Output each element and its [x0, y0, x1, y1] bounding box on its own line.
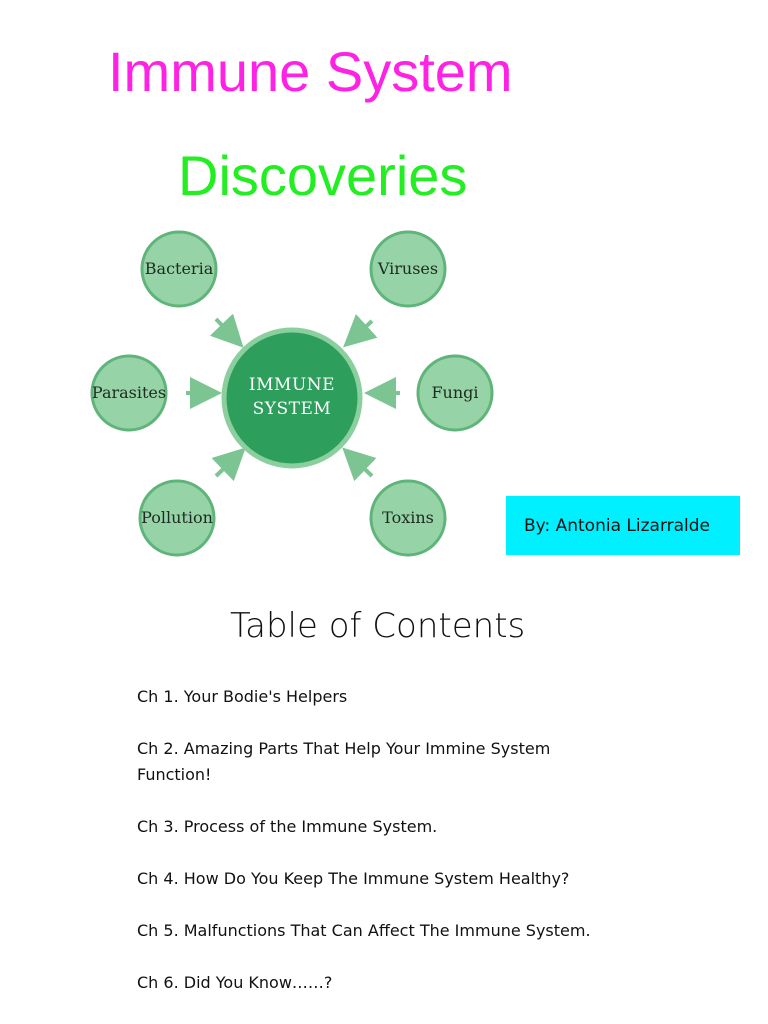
- node-bacteria: [140, 230, 218, 308]
- node-parasites-label: Parasites: [92, 383, 166, 402]
- toc-item-ch1: Ch 1. Your Bodie's Helpers: [137, 687, 348, 706]
- arrow-pollution: [211, 447, 246, 482]
- immune-system-diagram: IMMUNE SYSTEM Bacteria Viruses Parasites…: [80, 220, 520, 570]
- title-discoveries: Discoveries: [178, 144, 468, 207]
- node-pollution-label: Pollution: [141, 508, 213, 527]
- arrow-toxins: [342, 447, 377, 482]
- node-parasites: [90, 354, 168, 432]
- node-viruses-label: Viruses: [377, 259, 438, 278]
- arrow-bacteria: [209, 313, 244, 348]
- toc-item-ch6: Ch 6. Did You Know……?: [137, 973, 333, 992]
- node-fungi-label: Fungi: [431, 383, 478, 402]
- author-box: By: Antonia Lizarralde: [506, 496, 740, 555]
- node-viruses: [369, 230, 447, 308]
- center-label-line2: SYSTEM: [253, 399, 332, 419]
- node-toxins: [369, 479, 447, 557]
- node-fungi: [416, 354, 494, 432]
- center-label-line1: IMMUNE: [249, 375, 335, 395]
- toc-item-ch5: Ch 5. Malfunctions That Can Affect The I…: [137, 921, 591, 940]
- toc-item-ch3: Ch 3. Process of the Immune System.: [137, 817, 438, 836]
- toc-item-ch2: Ch 2. Amazing Parts That Help Your Immin…: [137, 739, 551, 784]
- author-text: By: Antonia Lizarralde: [524, 515, 711, 536]
- arrow-viruses: [343, 314, 378, 348]
- node-toxins-label: Toxins: [382, 508, 434, 527]
- title-immune-system: Immune System: [108, 40, 513, 103]
- node-bacteria-label: Bacteria: [145, 259, 214, 278]
- node-pollution: [138, 479, 216, 557]
- center-node: [221, 327, 363, 469]
- toc-list: Ch 1. Your Bodie's Helpers Ch 2. Amazing…: [137, 684, 607, 1022]
- toc-item-ch4: Ch 4. How Do You Keep The Immune System …: [137, 869, 570, 888]
- toc-heading: Table of Contents: [230, 606, 526, 646]
